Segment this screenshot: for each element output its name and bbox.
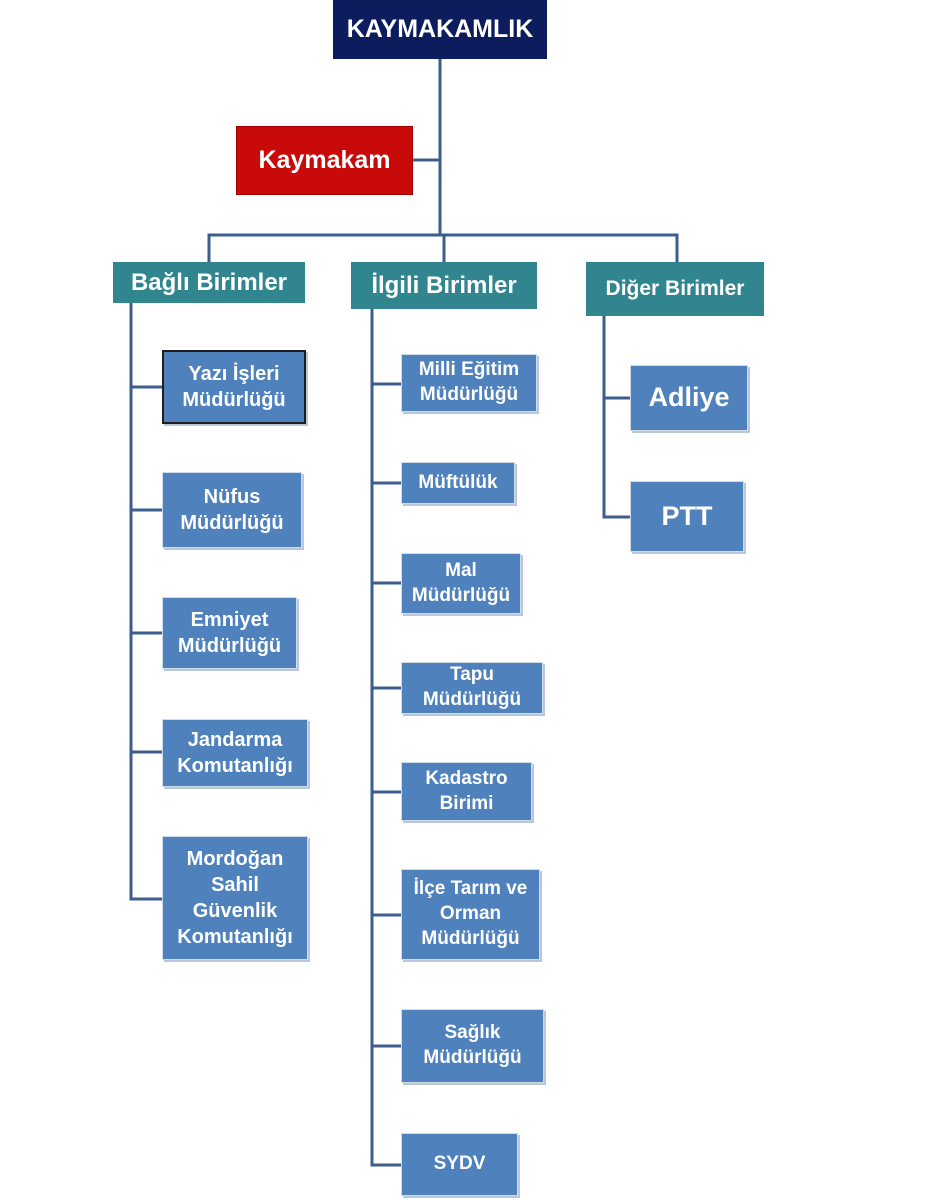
- unit-ptt[interactable]: PTT: [630, 481, 744, 552]
- unit-label: Milli Eğitim Müdürlüğü: [418, 359, 520, 405]
- root-label: KAYMAKAMLIK: [346, 15, 534, 44]
- unit-label: Tapu Müdürlüğü: [422, 664, 522, 710]
- group-ilgili-label: İlgili Birimler: [371, 271, 517, 299]
- unit-label: Mal Müdürlüğü: [411, 559, 511, 606]
- unit-nufus[interactable]: Nüfus Müdürlüğü: [162, 472, 302, 548]
- group-bagli: Bağlı Birimler: [113, 262, 305, 303]
- unit-label: Yazı İşleri Müdürlüğü: [182, 363, 286, 411]
- unit-mal[interactable]: Mal Müdürlüğü: [401, 553, 521, 614]
- unit-label: Mordoğan Sahil Güvenlik Komutanlığı: [177, 848, 293, 948]
- head-node: Kaymakam: [236, 126, 413, 195]
- unit-label: Kadastro Birimi: [425, 767, 508, 814]
- unit-ilce-tarim[interactable]: İlçe Tarım ve Orman Müdürlüğü: [401, 869, 540, 960]
- unit-label: Jandarma Komutanlığı: [177, 729, 293, 777]
- unit-sahil-guvenlik[interactable]: Mordoğan Sahil Güvenlik Komutanlığı: [162, 836, 308, 960]
- root-node: KAYMAKAMLIK: [333, 0, 547, 59]
- unit-tapu[interactable]: Tapu Müdürlüğü: [401, 662, 543, 714]
- unit-label: İlçe Tarım ve Orman Müdürlüğü: [413, 878, 528, 949]
- group-bagli-label: Bağlı Birimler: [130, 268, 288, 296]
- connector-ilgili-spine: [370, 307, 403, 1167]
- unit-yazi-isleri[interactable]: Yazı İşleri Müdürlüğü: [162, 350, 306, 424]
- unit-adliye[interactable]: Adliye: [630, 365, 748, 431]
- unit-label: Nüfus Müdürlüğü: [180, 486, 284, 534]
- unit-saglik[interactable]: Sağlık Müdürlüğü: [401, 1009, 544, 1083]
- unit-muftuluk[interactable]: Müftülük: [401, 462, 515, 504]
- group-diger-label: Diğer Birimler: [605, 277, 745, 301]
- unit-milli-egitim[interactable]: Milli Eğitim Müdürlüğü: [401, 354, 537, 412]
- unit-label: PTT: [661, 500, 713, 531]
- group-ilgili: İlgili Birimler: [351, 262, 537, 309]
- head-label: Kaymakam: [258, 146, 391, 175]
- unit-label: Müftülük: [418, 471, 498, 493]
- unit-label: Emniyet Müdürlüğü: [177, 609, 282, 657]
- unit-kadastro[interactable]: Kadastro Birimi: [401, 762, 532, 821]
- unit-label: Adliye: [648, 382, 730, 413]
- unit-label: SYDV: [433, 1153, 486, 1175]
- connector-diger-spine: [602, 314, 632, 519]
- unit-sydv[interactable]: SYDV: [401, 1133, 518, 1196]
- connector-bagli-spine: [129, 301, 164, 901]
- unit-emniyet[interactable]: Emniyet Müdürlüğü: [162, 597, 297, 669]
- unit-jandarma[interactable]: Jandarma Komutanlığı: [162, 719, 308, 787]
- unit-label: Sağlık Müdürlüğü: [423, 1022, 522, 1068]
- group-diger: Diğer Birimler: [586, 262, 764, 316]
